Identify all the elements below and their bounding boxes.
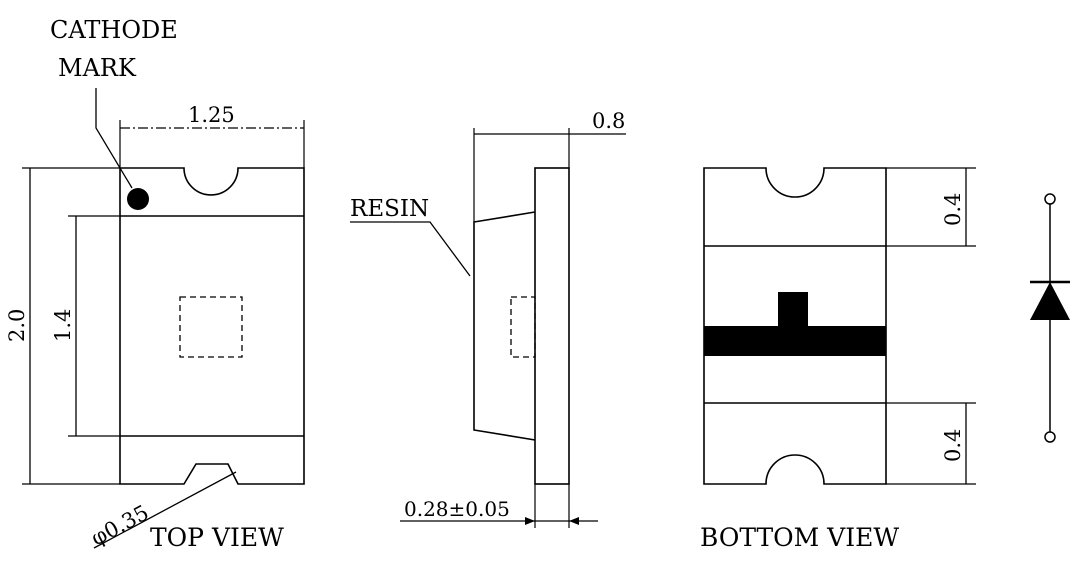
top-view [22,88,305,549]
dim-inner-height: 1.4 [51,309,75,342]
side-view-chip-outline [510,296,536,358]
cathode-label-line1: CATHODE [50,16,178,44]
dim-height: 2.0 [5,309,29,342]
bottom-view [703,167,976,485]
cathode-leader [95,88,133,189]
diode-triangle [1030,282,1070,320]
resin-label: RESIN [350,196,429,222]
side-view-resin-dome [473,211,536,441]
dim-pad-top: 0.4 [941,193,965,226]
hole-leader [93,471,237,549]
resin-leader [350,221,471,277]
side-view [350,128,626,528]
top-view-label: TOP VIEW [150,523,284,552]
bottom-view-polarity-bar [704,326,886,356]
cathode-label-line2: MARK [58,54,137,82]
top-view-chip-outline [179,296,243,358]
dim-pad-bottom: 0.4 [941,429,965,462]
cathode-mark-dot [127,188,149,210]
bottom-view-polarity-tab [778,292,808,328]
dim-depth: 0.8 [592,109,625,133]
top-view-body [119,167,305,485]
dim-hole: φ0.35 [87,500,153,550]
side-view-substrate [534,167,570,485]
bottom-view-label: BOTTOM VIEW [700,523,899,552]
dim-thickness: 0.28±0.05 [404,497,510,521]
dim-width-top: 1.25 [188,103,235,127]
